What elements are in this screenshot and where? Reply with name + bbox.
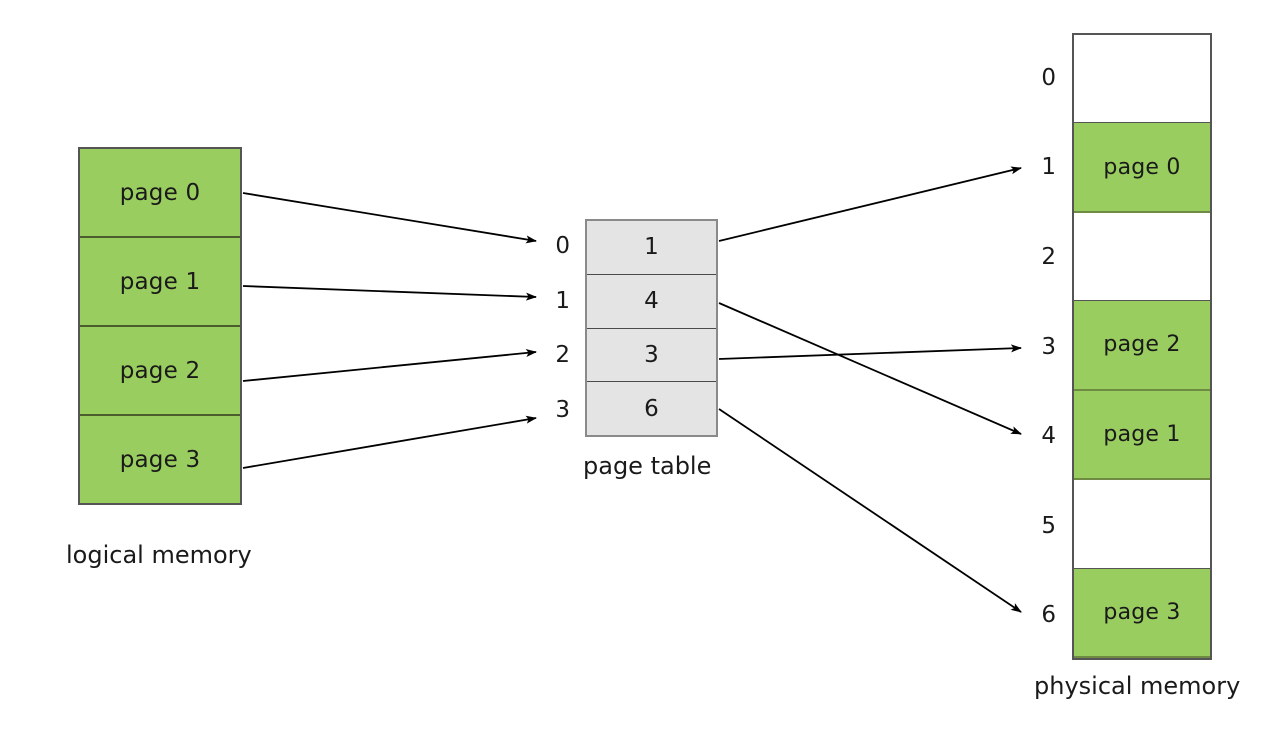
page-table-index-label: 3 <box>555 396 570 423</box>
physical-frame-cell <box>1074 480 1210 569</box>
physical-frame-index-label: 4 <box>1041 423 1056 450</box>
arrow-page3-to-entry3 <box>242 415 537 469</box>
page-table-entry: 3 <box>587 328 716 383</box>
physical-frame-index-label: 3 <box>1041 333 1056 360</box>
page-table-caption: page table <box>583 452 712 480</box>
page-table-entry: 1 <box>587 221 716 275</box>
physical-frame-cell: page 1 <box>1074 390 1210 481</box>
logical-page-cell: page 3 <box>80 416 240 503</box>
page-table-index-gutter: 0 1 2 3 <box>528 219 578 437</box>
arrow-page1-to-entry1 <box>242 285 537 301</box>
physical-frame-index-label: 0 <box>1041 64 1056 91</box>
physical-frame-cell <box>1074 35 1210 124</box>
page-table-block: 1 4 3 6 <box>585 219 718 437</box>
physical-frame-index-label: 2 <box>1041 243 1056 270</box>
arrow-entry0-to-frame1 <box>718 166 1022 242</box>
logical-page-cell: page 0 <box>80 149 240 238</box>
physical-memory-caption: physical memory <box>1034 672 1241 700</box>
physical-frame-cell: page 0 <box>1074 123 1210 213</box>
arrow-page2-to-entry2 <box>242 349 537 382</box>
physical-frame-cell: page 3 <box>1074 568 1210 658</box>
physical-frame-index-label: 6 <box>1041 602 1056 629</box>
physical-frame-index-label: 5 <box>1041 512 1056 539</box>
page-table-index-label: 1 <box>555 287 570 314</box>
logical-memory-caption: logical memory <box>66 541 252 569</box>
logical-page-cell: page 2 <box>80 327 240 416</box>
arrow-entry1-to-frame4 <box>718 302 1022 435</box>
logical-memory-block: page 0 page 1 page 2 page 3 <box>78 147 242 505</box>
page-table-index-label: 2 <box>555 342 570 369</box>
page-table-entry: 4 <box>587 274 716 329</box>
physical-frame-cell <box>1074 212 1210 302</box>
page-table-index-label: 0 <box>555 233 570 260</box>
arrow-entry2-to-frame3 <box>718 344 1022 360</box>
physical-memory-block: page 0 page 2 page 1 page 3 <box>1072 33 1212 660</box>
physical-frame-cell: page 2 <box>1074 301 1210 391</box>
arrow-page0-to-entry0 <box>242 192 537 244</box>
physical-frame-index-label: 1 <box>1041 154 1056 181</box>
arrow-entry3-to-frame6 <box>718 408 1022 613</box>
physical-memory-index-gutter: 0 1 2 3 4 5 6 <box>1016 33 1064 660</box>
page-table-entry: 6 <box>587 382 716 435</box>
logical-page-cell: page 1 <box>80 238 240 327</box>
